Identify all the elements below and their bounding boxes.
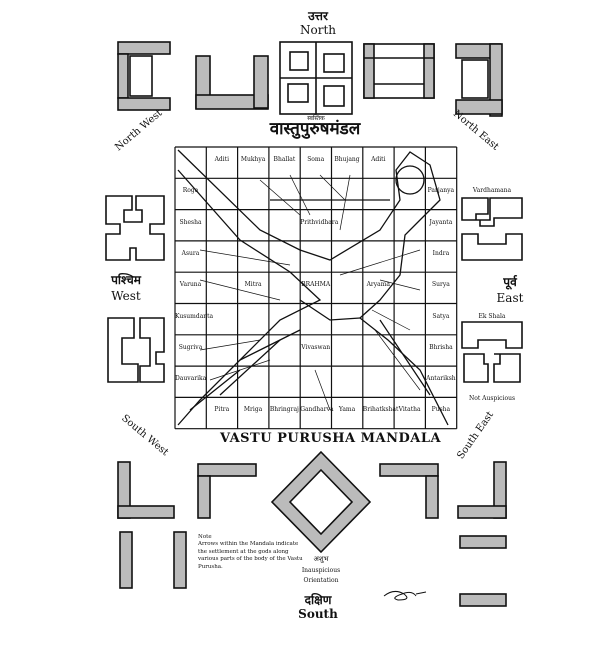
cell-label-top: Aditi bbox=[371, 156, 386, 163]
east-bottom-caption: Not Auspicious bbox=[468, 395, 516, 402]
cell-label-left: Shesha bbox=[179, 218, 202, 226]
mandala-grid bbox=[174, 146, 458, 430]
cell-label-right: Satya bbox=[432, 312, 450, 320]
plan-south-west-top bbox=[117, 461, 175, 519]
plan-south-diamond bbox=[270, 450, 372, 554]
south-center-caption: Inauspicious bbox=[301, 567, 341, 574]
plan-north-west-top bbox=[117, 41, 171, 111]
plan-north-right bbox=[363, 43, 435, 99]
east-mid-caption: Ek Shala bbox=[478, 313, 506, 320]
cell-label-right: Antariksh bbox=[426, 375, 456, 383]
plan-east-bottom bbox=[461, 321, 523, 383]
orientation-caption: Orientation bbox=[303, 577, 339, 584]
cell-label-brahma: BRAHMA bbox=[301, 281, 331, 289]
east-label-devanagari: पूर्व bbox=[503, 275, 517, 289]
pointer-lines bbox=[199, 174, 421, 411]
cell-label-top: Mukhya bbox=[240, 156, 266, 163]
note: Note Arrows within the Mandala indicate … bbox=[198, 534, 308, 571]
cell-label-bottom: Bhringraj bbox=[269, 406, 299, 414]
cell-label-right: Indra bbox=[432, 249, 450, 257]
plan-south-east-bottom bbox=[459, 535, 507, 607]
plan-south-right bbox=[379, 463, 439, 519]
west-label: West bbox=[111, 289, 141, 303]
west-label-devanagari: पश्चिम bbox=[111, 273, 141, 287]
swastik-caption: स्वस्तिक bbox=[307, 115, 325, 122]
cell-label-bottom: Mriga bbox=[243, 406, 263, 414]
south-label: South bbox=[298, 607, 338, 621]
plan-east-top bbox=[461, 197, 523, 261]
cell-label-bottom: Pitra bbox=[214, 406, 230, 414]
plan-south-west-bottom bbox=[119, 531, 187, 589]
cell-label-left: Roga bbox=[182, 187, 199, 195]
cell-label-top: Bhallat bbox=[273, 156, 296, 163]
plan-west-top bbox=[105, 195, 165, 261]
plan-swastik bbox=[279, 41, 353, 115]
cell-label-bottom: Yama bbox=[338, 406, 356, 414]
cell-label-bottom: Gandharva bbox=[300, 406, 334, 414]
note-body: Arrows within the Mandala indicate the s… bbox=[198, 541, 303, 570]
cell-label-mitra: Mitra bbox=[244, 281, 262, 289]
cell-label-right: Surya bbox=[431, 281, 450, 289]
note-heading: Note bbox=[198, 534, 212, 540]
north-label-devanagari: उत्तर bbox=[308, 9, 328, 23]
title-devanagari: वास्तुपुरुषमंडल bbox=[269, 119, 361, 139]
title-english: VASTU PURUSHA MANDALA bbox=[220, 431, 442, 446]
cell-label-bottom: Vitatha bbox=[398, 406, 421, 414]
cell-label-prithvidhara: Prithvidhara bbox=[300, 218, 339, 226]
south-center-devanagari: अशुभ bbox=[313, 555, 329, 563]
north-label: North bbox=[299, 23, 336, 37]
cell-label-right: Bhrisha bbox=[429, 343, 453, 351]
plan-west-bottom bbox=[107, 317, 165, 383]
plan-north-left bbox=[195, 55, 269, 110]
cell-label-left: Kusumdanta bbox=[175, 312, 214, 320]
purusha-figure bbox=[177, 149, 449, 426]
signature bbox=[383, 590, 427, 601]
plan-south-left bbox=[197, 463, 257, 519]
cell-label-top: Soma bbox=[307, 156, 325, 163]
cell-label-vivaswan: Vivaswan bbox=[301, 343, 331, 351]
cell-label-left: Asura bbox=[181, 249, 200, 257]
cell-label-bottom: Brihatkshat bbox=[362, 406, 399, 414]
cell-label-right: Parjanya bbox=[427, 187, 455, 195]
plan-north-east-top bbox=[455, 43, 503, 117]
cell-label-right: Jayanta bbox=[429, 218, 453, 226]
east-top-caption: Vardhamana bbox=[472, 187, 512, 194]
east-label: East bbox=[496, 291, 524, 305]
cell-label-top: Aditi bbox=[214, 156, 230, 163]
cell-label-left: Dauvarika bbox=[175, 375, 207, 383]
plan-south-east-top bbox=[457, 461, 507, 519]
cell-label-left: Varuna bbox=[179, 281, 202, 289]
cell-label-bottom: Pusha bbox=[431, 406, 451, 414]
cell-label-aryama: Aryama bbox=[366, 281, 391, 289]
cell-label-left: Sugriva bbox=[178, 343, 203, 351]
cell-label-top: Bhujang bbox=[334, 156, 360, 163]
south-label-devanagari: दक्षिण bbox=[304, 593, 332, 607]
